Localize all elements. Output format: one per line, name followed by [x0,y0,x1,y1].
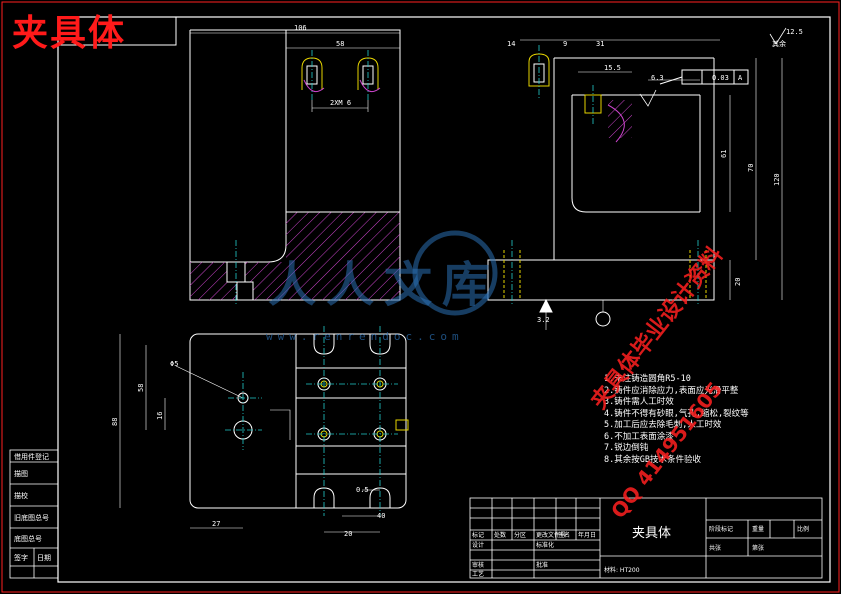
note-8: 8.其余按GB技术条件验收 [604,454,701,465]
dim-88: 88 [111,418,119,426]
dimension-labels: 106 58 2XM 6 14 9 31 15.5 6.3 0.03 A 12.… [111,24,803,538]
sheet-border-inner [57,16,831,583]
front-view [189,29,401,301]
strip-label-3: 旧底图总号 [14,513,49,522]
dim-70: 70 [747,164,755,172]
tb-label-sheet: 第张 [752,544,764,552]
tb-row-3: 更改文件号 [536,531,566,539]
strip-label-1: 描图 [14,469,28,478]
dim-61: 61 [720,150,728,158]
tb-row-5: 年月日 [578,531,596,539]
dim-3-2: 3.2 [537,316,550,324]
note-6: 6.不加工表面涂漆 [604,431,674,442]
technical-notes: 1.未注铸造圆角R5-10 2.铸件应消除应力,表面应光滑平整 3.铸件需人工时… [604,374,749,466]
left-strip [9,449,59,579]
tb-label-process: 工艺 [472,570,484,578]
logo-mark [412,230,498,316]
tb-label-weight: 重量 [752,525,764,533]
dim-20b: 20 [344,530,352,538]
tb-material: 材料: HT200 [604,566,640,574]
front-view-centerlines [235,50,369,304]
other-label: 其余 [772,39,786,48]
title-block-name: 夹具体 [632,526,672,541]
dim-2xm6: 2XM 6 [330,99,351,107]
dim-16: 16 [156,412,164,420]
tolerance-value: 0.03 [712,74,729,82]
dim-120: 120 [773,173,781,186]
dim-15-5: 15.5 [604,64,621,72]
note-5: 5.加工后应去除毛刺,人工时效 [604,420,722,430]
corner-title-box [57,16,177,46]
side-view-centerlines [511,45,699,305]
note-4: 4.铸件不得有砂眼,气孔,缩松,裂纹等 [604,408,749,419]
tb-label-approve: 批准 [536,561,548,569]
note-7: 7.锐边倒钝 [604,443,649,453]
watermark-title: 夹具体 [12,13,127,54]
other-ra: 12.5 [786,28,803,36]
dim-phi5: Φ5 [170,360,178,368]
dim-27: 27 [212,520,220,528]
dim-40: 40 [377,512,385,520]
left-strip-labels: 借用件登记 描图 描校 旧底图总号 底图总号 签字 日期 [14,452,51,562]
note-3: 3.铸件需人工时效 [604,397,674,407]
dim-31: 31 [596,40,604,48]
title-block-labels: 标记 处数 分区 更改文件号 签名 年月日 设计 审核 工艺 标准化 批准 阶段… [472,525,809,578]
strip-label-6: 日期 [37,554,51,562]
side-view [487,27,787,330]
tb-label-review: 审核 [472,561,484,569]
front-view-dims [190,32,400,112]
dim-58: 58 [336,40,344,48]
top-view-centerlines [225,326,398,516]
strip-label-2: 描校 [14,491,28,500]
logo-url: www.renrendoc.com [266,330,464,343]
dim-6-3: 6.3 [651,74,664,82]
note-2: 2.铸件应消除应力,表面应光滑平整 [604,385,739,396]
tb-label-design: 设计 [472,541,484,549]
dim-9: 9 [563,40,567,48]
title-block [469,497,823,579]
tb-row-4: 签名 [558,531,570,539]
dim-14: 14 [507,40,515,48]
datum-label: A [738,74,743,82]
strip-label-4: 底图总号 [14,534,42,543]
top-view [119,333,409,533]
dim-20: 20 [734,278,742,286]
tb-row-2: 分区 [514,531,526,539]
logo-text: 人人文库 [268,257,501,313]
note-1: 1.未注铸造圆角R5-10 [604,374,691,384]
strip-label-5: 签字 [14,553,28,562]
tb-row-1: 处数 [494,531,506,539]
tb-label-total: 共张 [709,544,721,552]
strip-label-0: 借用件登记 [14,452,49,461]
dim-106: 106 [294,24,307,32]
dim-58b: 58 [137,384,145,392]
tb-row-0: 标记 [472,531,484,539]
tb-label-scale: 比例 [797,525,809,533]
dim-0-5: 0.5 [356,486,369,494]
tb-label-stage: 阶段标记 [709,525,733,533]
tb-label-std: 标准化 [536,541,554,549]
